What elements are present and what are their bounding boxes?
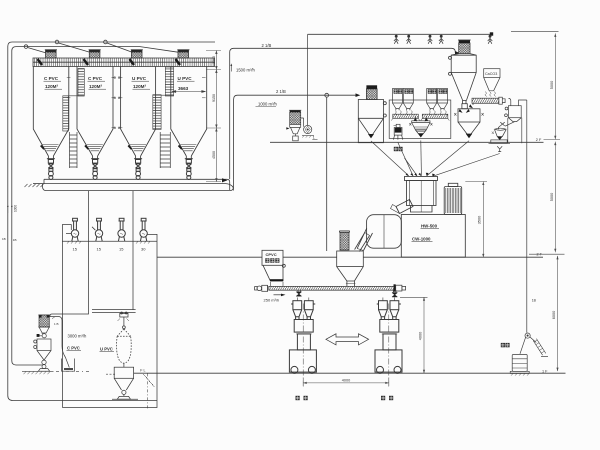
- svg-text:U PVC: U PVC: [178, 76, 193, 81]
- svg-text:2 F: 2 F: [537, 252, 543, 256]
- svg-text:2 1/B: 2 1/B: [262, 43, 272, 48]
- svg-text:3663: 3663: [178, 86, 189, 91]
- svg-text:4000: 4000: [342, 378, 350, 382]
- svg-text:9150: 9150: [212, 94, 216, 102]
- svg-text:30: 30: [141, 247, 146, 252]
- svg-text:6000: 6000: [552, 311, 556, 319]
- svg-text:4500: 4500: [212, 151, 216, 159]
- svg-text:1000: 1000: [14, 205, 18, 212]
- svg-text:1000 m³/h: 1000 m³/h: [258, 102, 278, 107]
- svg-text:15: 15: [119, 247, 124, 252]
- svg-text:CPVC: CPVC: [266, 252, 277, 257]
- svg-text:F L: F L: [140, 369, 145, 373]
- svg-text:1500 m³/h: 1500 m³/h: [236, 68, 256, 73]
- svg-text:3000 m³/h: 3000 m³/h: [68, 334, 88, 339]
- svg-text:1 F: 1 F: [542, 370, 548, 374]
- svg-text:1: 1: [313, 136, 315, 140]
- svg-text:C PVC: C PVC: [44, 76, 59, 81]
- svg-text:2 1/B: 2 1/B: [276, 89, 286, 94]
- svg-text:15: 15: [73, 247, 78, 252]
- svg-text:4000: 4000: [418, 332, 422, 340]
- svg-text:U PVC: U PVC: [100, 347, 113, 352]
- svg-text:1 B: 1 B: [54, 322, 59, 326]
- svg-text:5000: 5000: [550, 193, 554, 201]
- svg-text:120M³: 120M³: [89, 84, 102, 89]
- svg-text:HW-500: HW-500: [421, 224, 438, 229]
- svg-text:3500: 3500: [478, 216, 482, 224]
- svg-text:1500: 1500: [212, 56, 216, 64]
- svg-text:1B: 1B: [2, 237, 6, 241]
- svg-text:2 F: 2 F: [536, 138, 542, 142]
- svg-text:250 m³/h: 250 m³/h: [264, 298, 280, 303]
- svg-text:15: 15: [97, 247, 102, 252]
- svg-text:CaCO3: CaCO3: [485, 72, 497, 76]
- svg-text:5000: 5000: [550, 81, 554, 89]
- svg-text:1B: 1B: [532, 299, 537, 303]
- svg-text:120M³: 120M³: [45, 84, 58, 89]
- svg-text:CW-1000: CW-1000: [412, 237, 431, 242]
- svg-text:C PVC: C PVC: [88, 76, 103, 81]
- svg-text:C PVC: C PVC: [67, 346, 80, 351]
- svg-text:U PVC: U PVC: [132, 76, 147, 81]
- svg-text:120M³: 120M³: [133, 84, 146, 89]
- svg-text:1B: 1B: [13, 238, 17, 242]
